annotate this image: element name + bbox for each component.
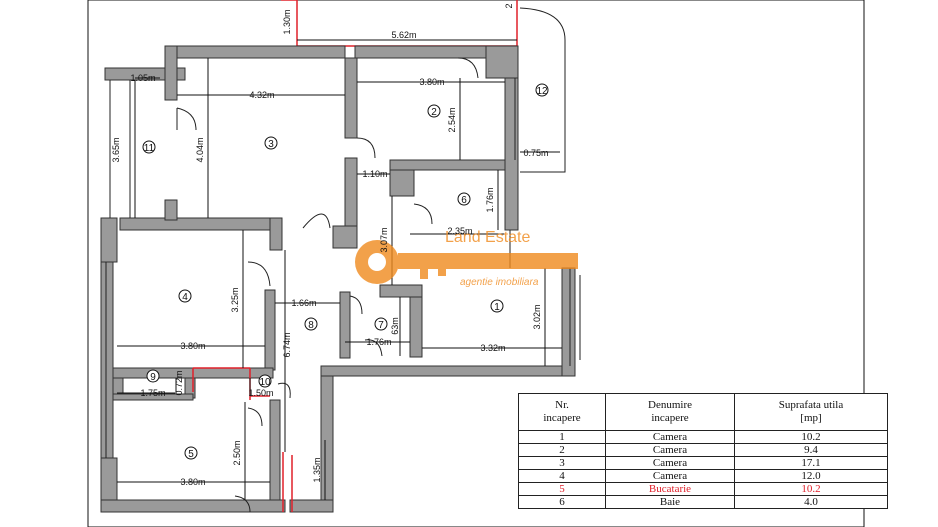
dim-label: 3.02m — [532, 304, 542, 329]
svg-text:1: 1 — [494, 302, 500, 313]
dim-label: 3.65m — [111, 137, 121, 162]
balcony-12-outline — [519, 7, 566, 173]
dim-label: 2.54m — [447, 107, 457, 132]
dim-label: 1.35m — [312, 457, 322, 482]
svg-text:9: 9 — [150, 372, 156, 383]
dim-label: 63m — [390, 317, 400, 335]
room-marker-2: 2 — [427, 104, 441, 118]
dim-label: 3.07m — [379, 227, 389, 252]
dim-label: 1.76m — [366, 337, 391, 347]
windows — [105, 78, 581, 458]
dim-label: 4.32m — [249, 90, 274, 100]
dim-label: 1.05m — [130, 73, 155, 83]
room-marker-12: 12 — [535, 83, 549, 97]
header-room-number: Nr. incapere — [518, 393, 606, 431]
svg-text:10: 10 — [259, 377, 271, 388]
room-marker-3: 3 — [264, 136, 278, 150]
room-marker-5: 5 — [184, 446, 198, 460]
dim-label: 3.32m — [480, 343, 505, 353]
dim-label: 2 — [504, 3, 514, 8]
dim-label: 5.62m — [391, 30, 416, 40]
room-areas-table: Nr. incapere Denumire incapere Suprafata… — [518, 393, 888, 509]
room-marker-7: 7 — [374, 317, 388, 331]
dim-label: 0.72m — [174, 370, 184, 395]
dim-label: 1.50m — [248, 388, 273, 398]
dim-label: 3.80m — [180, 341, 205, 351]
room-marker-6: 6 — [457, 192, 471, 206]
dim-label: 0.75m — [523, 148, 548, 158]
dim-label: 4.04m — [195, 137, 205, 162]
watermark-logo: Land Estate agentie imobiliara — [355, 229, 578, 288]
outer-walls — [100, 45, 576, 513]
watermark-brand: Land Estate — [445, 229, 531, 246]
svg-text:3: 3 — [268, 139, 274, 150]
dim-label: 1.66m — [291, 298, 316, 308]
svg-text:7: 7 — [378, 320, 384, 331]
kitchen-red-outline — [192, 367, 270, 400]
dim-label: 1.10m — [362, 169, 387, 179]
room-marker-10: 10 — [258, 374, 272, 388]
room-marker-4: 4 — [178, 289, 192, 303]
dimension-lines — [117, 39, 562, 500]
room-marker-1: 1 — [490, 299, 504, 313]
dim-label: 2.35m — [447, 226, 472, 236]
room-marker-8: 8 — [304, 317, 318, 331]
dim-label: 3.80m — [180, 477, 205, 487]
watermark-tagline: agentie imobiliara — [460, 277, 539, 288]
dim-label: 1.75m — [140, 388, 165, 398]
svg-text:12: 12 — [536, 86, 548, 97]
dim-label: 1.76m — [485, 187, 495, 212]
dimension-labels: 1.30m 5.62m 2 1.05m 4.32m 3.80m 3.65m 4.… — [111, 3, 549, 487]
dim-label: 1.30m — [282, 9, 292, 34]
room-marker-9: 9 — [146, 369, 160, 383]
door-swings — [176, 57, 479, 513]
kitchen-door-red — [282, 452, 293, 512]
dim-label: 2.50m — [232, 440, 242, 465]
room-marker-11: 11 — [142, 140, 156, 154]
header-room-name: Denumire incapere — [605, 393, 735, 431]
svg-text:11: 11 — [144, 143, 155, 154]
drawing-frame — [87, 0, 865, 527]
header-usable-area: Suprafata utila [mp] — [734, 393, 888, 431]
svg-text:5: 5 — [188, 449, 194, 460]
dim-label: 3.25m — [230, 287, 240, 312]
dim-label: 3.80m — [419, 77, 444, 87]
svg-text:4: 4 — [182, 292, 188, 303]
svg-text:8: 8 — [308, 320, 314, 331]
svg-text:2: 2 — [431, 107, 437, 118]
room-number-markers: 1 2 3 4 5 6 7 8 9 10 11 12 — [142, 83, 549, 460]
dim-label: 6.74m — [282, 332, 292, 357]
svg-text:6: 6 — [461, 195, 467, 206]
